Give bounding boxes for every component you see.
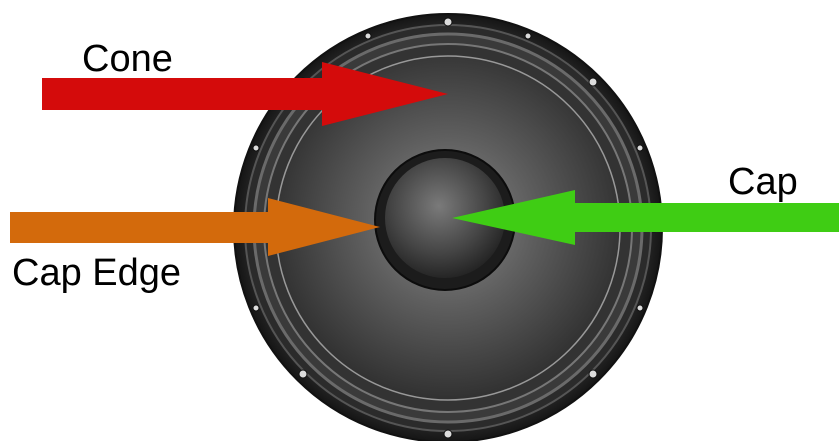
cone-label: Cone bbox=[82, 40, 173, 78]
cap-edge-label: Cap Edge bbox=[12, 254, 181, 292]
cap-label: Cap bbox=[728, 163, 798, 201]
